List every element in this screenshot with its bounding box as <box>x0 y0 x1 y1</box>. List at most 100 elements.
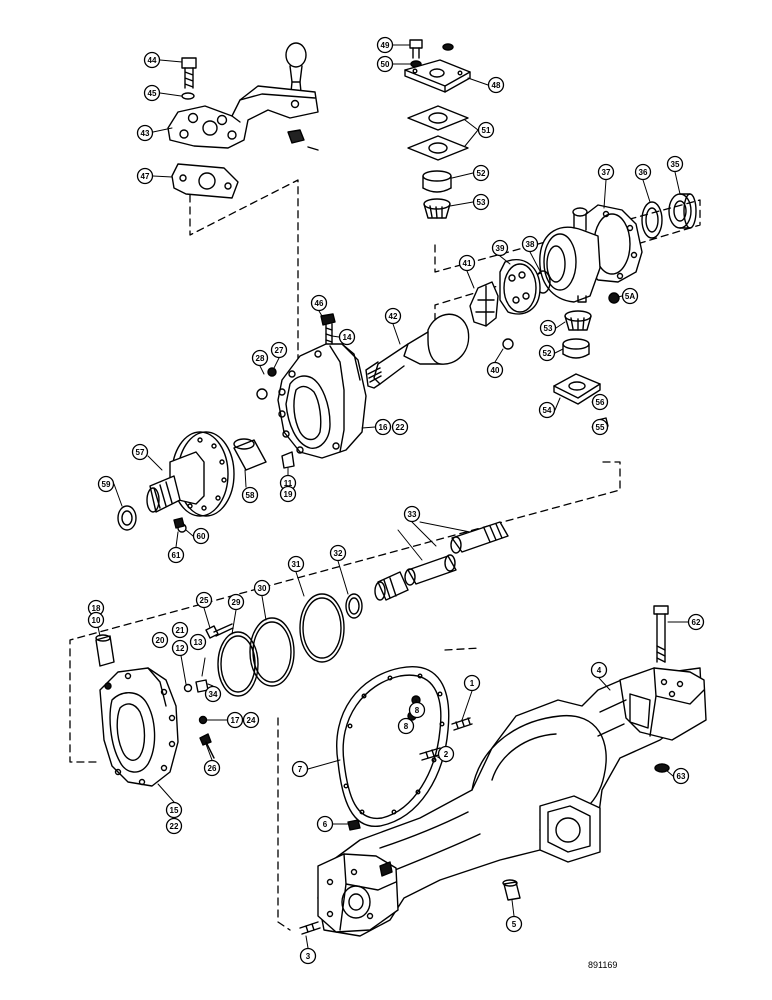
callout-c38: 38 <box>521 235 539 253</box>
callout-circle <box>591 418 609 436</box>
callout-c21: 21 <box>171 621 189 639</box>
callout-label: 27 <box>275 346 284 355</box>
callout-circle <box>391 418 409 436</box>
callout-label: 58 <box>246 491 255 500</box>
callout-c52b: 52 <box>538 344 556 362</box>
callout-c57: 57 <box>131 443 149 461</box>
callout-label: 54 <box>543 406 552 415</box>
callout-label: 52 <box>543 349 552 358</box>
callout-label: 43 <box>141 129 150 138</box>
callout-circle <box>279 485 297 503</box>
callout-circle <box>227 593 245 611</box>
callout-c60: 60 <box>192 527 210 545</box>
callout-circle <box>165 801 183 819</box>
callout-circle <box>486 361 504 379</box>
callout-circle <box>291 760 309 778</box>
callout-circle <box>376 36 394 54</box>
callout-label: 34 <box>209 690 218 699</box>
steering-arm-group <box>167 42 319 199</box>
callout-c10: 10 <box>87 611 105 629</box>
callout-label: 20 <box>156 636 165 645</box>
callout-circle <box>270 341 288 359</box>
callout-c6: 6 <box>316 815 334 833</box>
callout-circle <box>491 239 509 257</box>
drawing-code: 891169 <box>588 960 617 970</box>
callout-circle <box>666 155 684 173</box>
callout-label: 32 <box>334 549 343 558</box>
callout-circle <box>192 527 210 545</box>
callout-circle <box>621 287 639 305</box>
callout-label: 10 <box>92 616 101 625</box>
callout-circle <box>242 711 260 729</box>
callout-circle <box>591 393 609 411</box>
callout-circle <box>376 55 394 73</box>
callout-c53b: 53 <box>539 319 557 337</box>
callout-circle <box>241 486 259 504</box>
callout-c8a: 8 <box>408 701 426 719</box>
callout-circle <box>143 51 161 69</box>
callout-c54: 54 <box>538 401 556 419</box>
callout-c28: 28 <box>251 349 269 367</box>
callout-label: 60 <box>197 532 206 541</box>
callout-c19: 19 <box>279 485 297 503</box>
callout-c12: 12 <box>171 639 189 657</box>
callout-c22b: 22 <box>165 817 183 835</box>
cv-joint-group <box>365 259 551 389</box>
callout-label: 29 <box>232 598 241 607</box>
leader-lines <box>95 44 689 949</box>
callout-c24: 24 <box>242 711 260 729</box>
callout-label: 53 <box>477 198 486 207</box>
callout-c14: 14 <box>338 328 356 346</box>
callout-circle <box>538 344 556 362</box>
callout-label: 22 <box>396 423 405 432</box>
callout-circle <box>384 307 402 325</box>
callout-circle <box>203 759 221 777</box>
callout-label: 35 <box>671 160 680 169</box>
callout-circle <box>329 544 347 562</box>
callout-c51: 51 <box>477 121 495 139</box>
callout-label: 45 <box>148 89 157 98</box>
callout-label: 31 <box>292 560 301 569</box>
callout-label: 55 <box>596 423 605 432</box>
callout-circle <box>316 815 334 833</box>
callout-c30: 30 <box>253 579 271 597</box>
callout-c20: 20 <box>151 631 169 649</box>
callout-label: 47 <box>141 172 150 181</box>
callout-label: 13 <box>194 638 203 647</box>
callout-circle <box>472 193 490 211</box>
callout-label: 21 <box>176 626 185 635</box>
lower-bearing-group <box>553 310 601 405</box>
callout-label: 4 <box>597 666 602 675</box>
callout-c13: 13 <box>189 633 207 651</box>
callout-c49a: 49 <box>376 36 394 54</box>
callout-circle <box>299 947 317 965</box>
assembly-dashed-lines <box>69 179 701 931</box>
callout-c62: 62 <box>687 613 705 631</box>
callout-label: 30 <box>258 584 267 593</box>
callout-circle <box>634 163 652 181</box>
callout-c25: 25 <box>195 591 213 609</box>
callout-circle <box>338 328 356 346</box>
callout-c33: 33 <box>403 505 421 523</box>
callout-label: 39 <box>496 244 505 253</box>
callout-circle <box>310 294 328 312</box>
callout-label: 37 <box>602 168 611 177</box>
callout-circle <box>195 591 213 609</box>
callout-c29: 29 <box>227 593 245 611</box>
callout-circle <box>226 711 244 729</box>
callout-c42: 42 <box>384 307 402 325</box>
callout-circle <box>131 443 149 461</box>
callout-label: 63 <box>677 772 686 781</box>
callout-c5a: 5A <box>621 287 639 305</box>
callout-c1: 1 <box>463 674 481 692</box>
callout-c46: 46 <box>310 294 328 312</box>
callout-label: 62 <box>692 618 701 627</box>
callout-label: 26 <box>208 764 217 773</box>
callout-c32: 32 <box>329 544 347 562</box>
callout-c50: 50 <box>376 55 394 73</box>
callout-c8b: 8 <box>397 717 415 735</box>
bearing-cap-group <box>404 39 471 219</box>
callout-label: 16 <box>379 423 388 432</box>
